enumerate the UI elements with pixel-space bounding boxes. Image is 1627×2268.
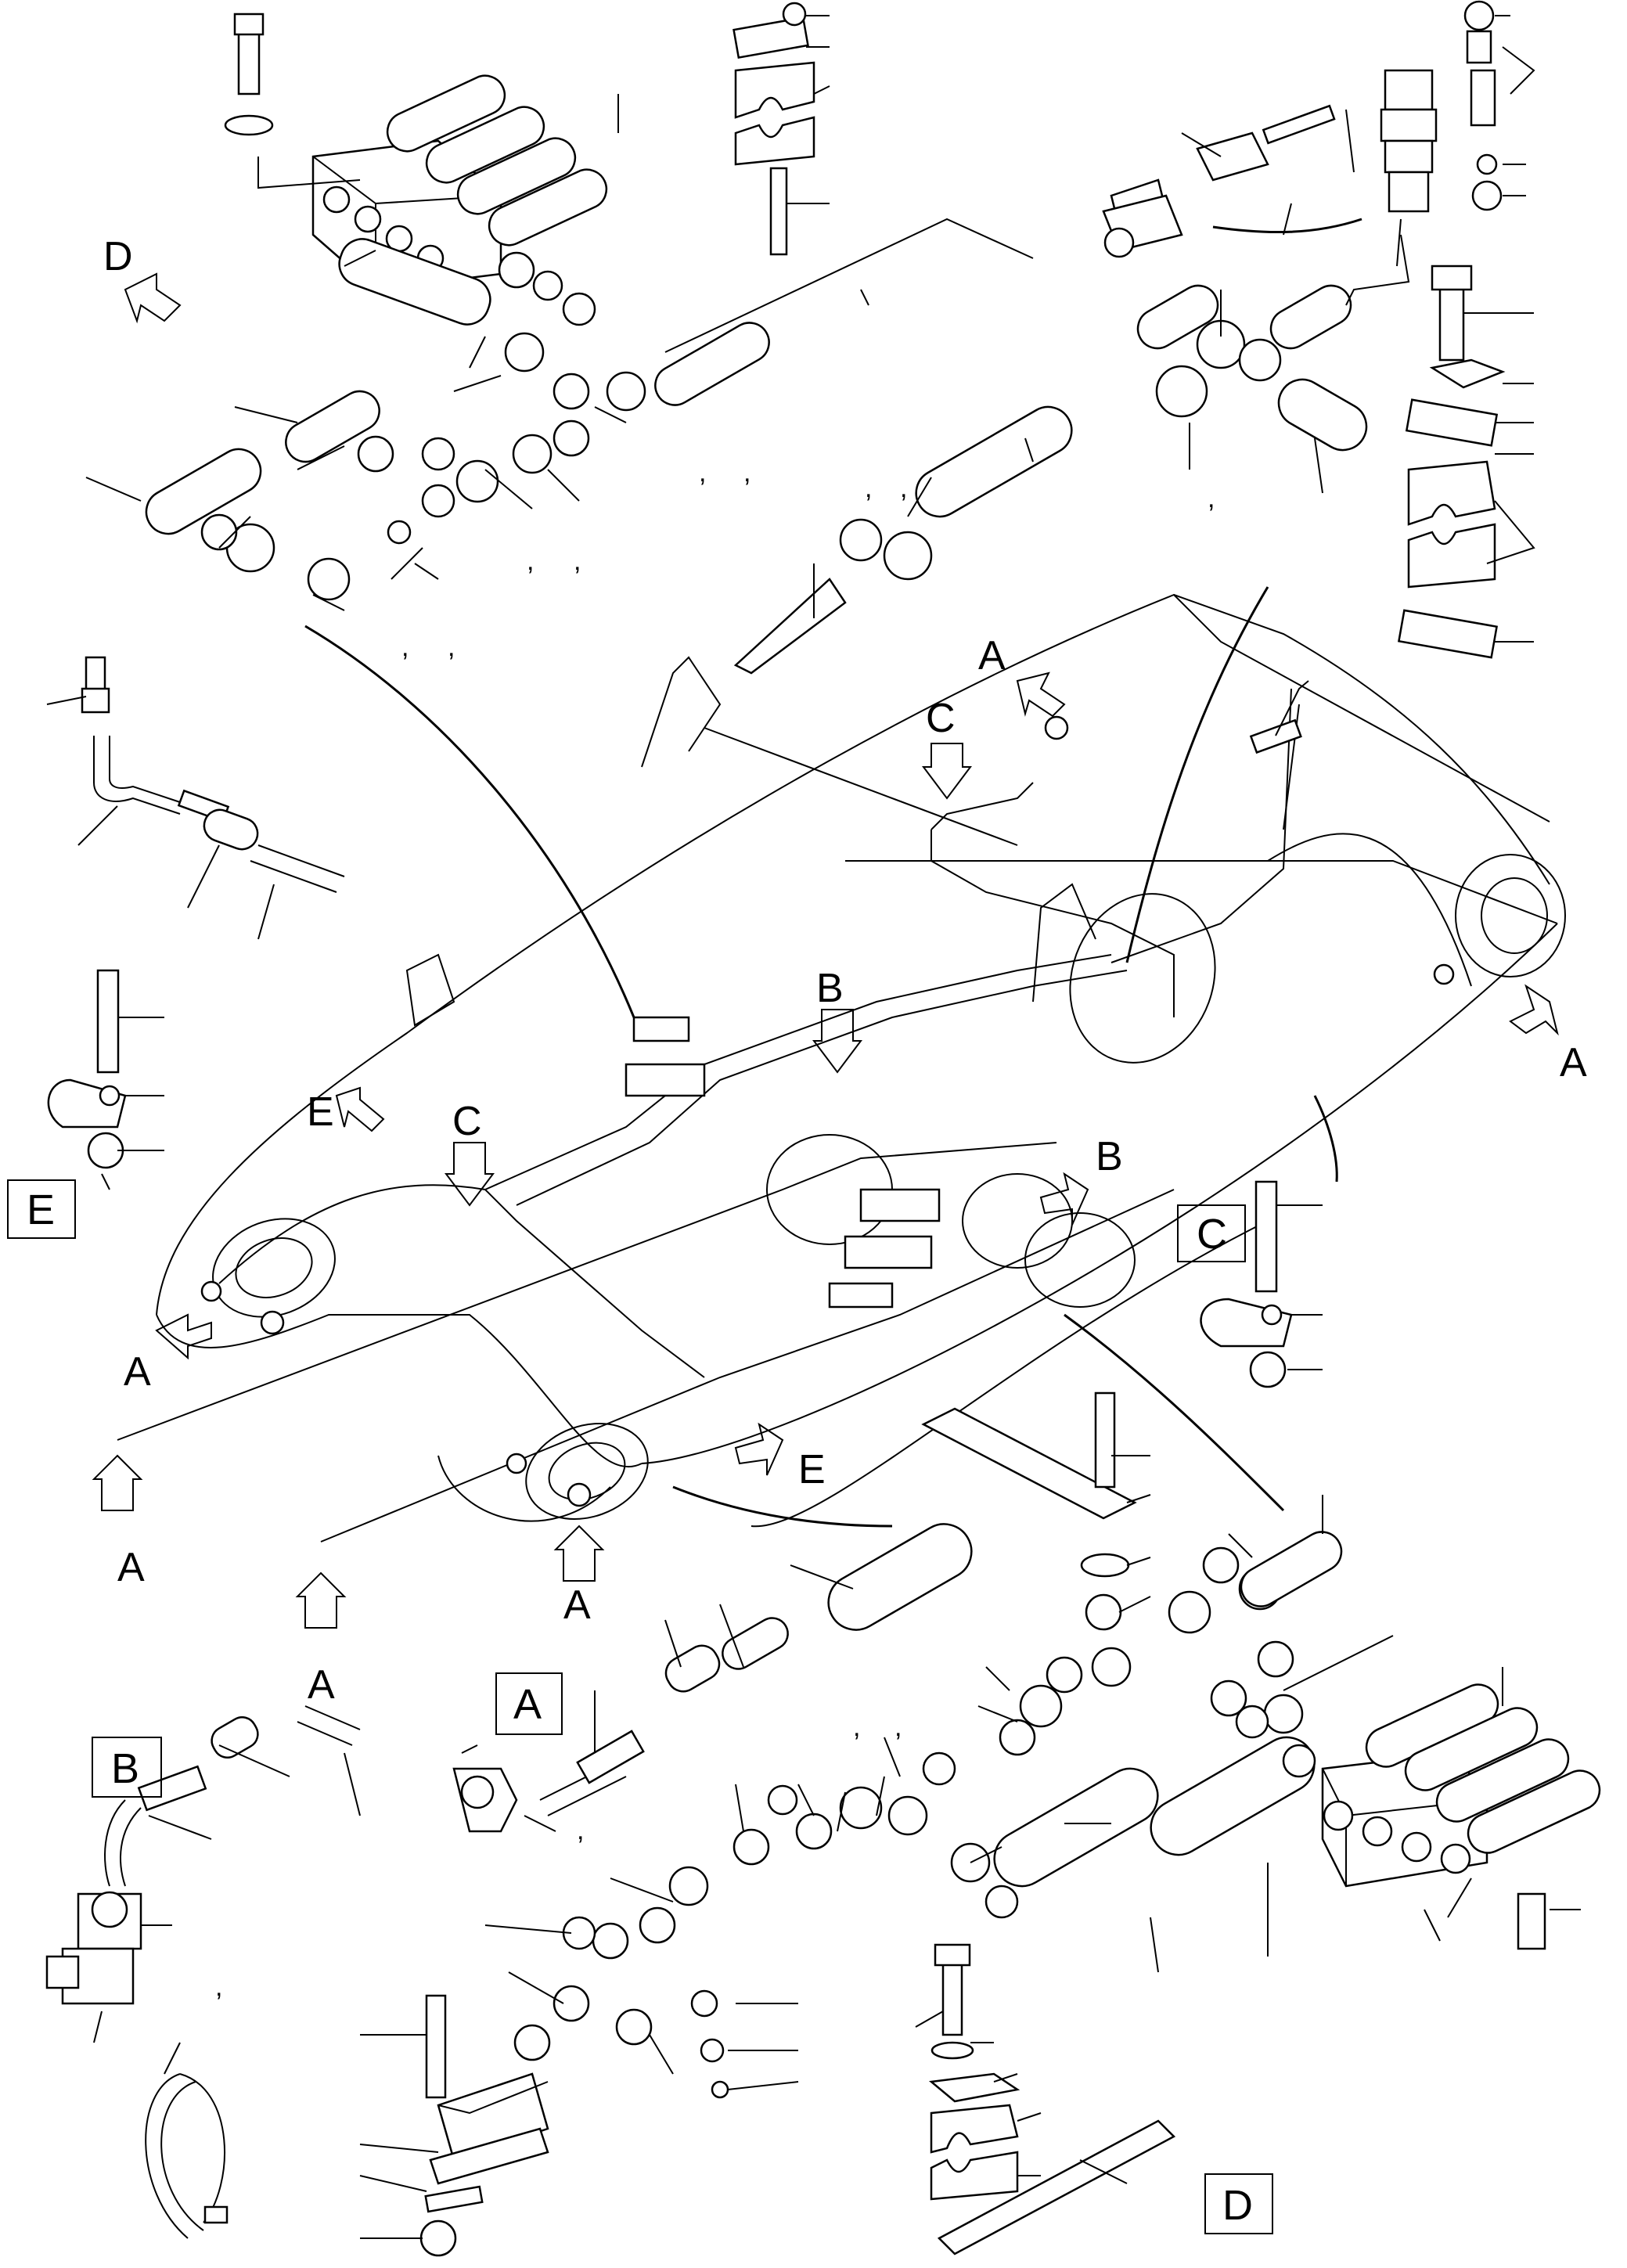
clamp-strap-bottom — [915, 1943, 1176, 2255]
detail-b-bottom — [45, 1705, 361, 2239]
comma-13: , — [215, 1972, 222, 2002]
callout-arrows — [92, 272, 1559, 1629]
detail-box-c: C — [1177, 1204, 1246, 1262]
callout-e-right: E — [798, 1447, 826, 1492]
detail-c-right — [1200, 1180, 1323, 1388]
callout-b-upper: B — [816, 966, 844, 1011]
comma-10: , — [853, 1712, 860, 1742]
detail-box-b-label: B — [111, 1745, 139, 1792]
boom-body — [156, 593, 1566, 1528]
leader-arrows — [304, 218, 1362, 1528]
callout-c-upper: C — [926, 696, 956, 741]
control-box-bottom — [359, 1994, 549, 2257]
comma-11: , — [894, 1712, 902, 1742]
comma-8: , — [448, 632, 455, 662]
detail-box-a-label: A — [513, 1681, 542, 1728]
comma-6: , — [574, 546, 581, 576]
clamp-top-right — [1102, 0, 1535, 267]
detail-box-d-label: D — [1222, 2182, 1253, 2229]
plate-bolt-bottom — [790, 1391, 1151, 1631]
detail-box-e: E — [7, 1179, 76, 1239]
clamp-top-center — [733, 2, 830, 256]
detail-e-left — [46, 656, 345, 1190]
detail-box-c-label: C — [1197, 1211, 1227, 1258]
comma-3: , — [865, 473, 872, 503]
fitting-chain-bottom — [484, 1495, 1441, 2099]
comma-4: , — [900, 473, 907, 503]
clamp-right-stack — [1397, 265, 1535, 659]
callout-a-bottom: A — [308, 1662, 335, 1708]
comma-9: , — [1208, 484, 1215, 513]
comma-2: , — [743, 458, 751, 488]
detail-box-a: A — [495, 1672, 563, 1735]
detail-a-bottom — [452, 1604, 789, 1833]
callout-c-left: C — [452, 1099, 482, 1144]
detail-d-top — [85, 13, 1410, 675]
boom-piping — [117, 680, 1472, 1543]
detail-box-e-label: E — [27, 1186, 55, 1233]
fitting-chain — [200, 251, 933, 601]
callout-a-left: A — [124, 1349, 151, 1395]
callout-a-bottom-center: A — [563, 1582, 591, 1628]
comma-12: , — [577, 1816, 584, 1845]
callout-a-right: A — [1560, 1040, 1587, 1085]
callout-e-left: E — [307, 1089, 334, 1135]
manifold-bottom-right — [1321, 1667, 1601, 1950]
callout-d-top: D — [103, 234, 133, 279]
callout-a-bottom-left: A — [117, 1545, 145, 1590]
comma-5: , — [527, 546, 534, 576]
callout-a-upper: A — [978, 633, 1006, 679]
detail-box-d: D — [1204, 2173, 1273, 2234]
callout-b-right: B — [1096, 1134, 1123, 1179]
comma-1: , — [699, 458, 706, 488]
comma-7: , — [401, 632, 409, 662]
detail-box-b: B — [92, 1737, 162, 1798]
